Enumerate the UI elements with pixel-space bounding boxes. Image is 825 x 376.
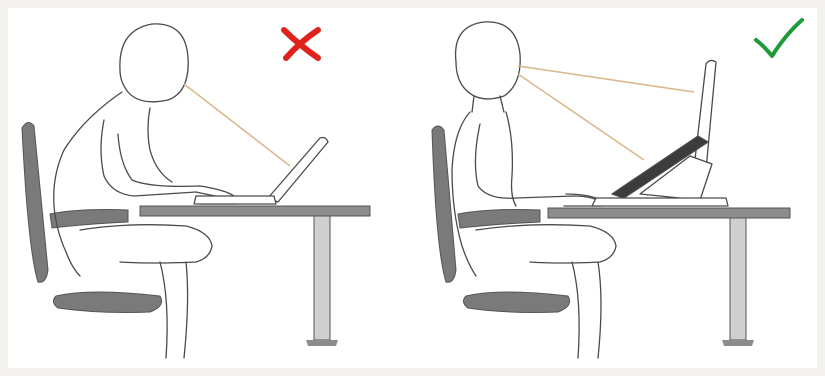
desk [548, 208, 790, 346]
head [456, 22, 521, 99]
checkmark-icon [756, 20, 802, 56]
chair-backrest [22, 122, 48, 282]
forearm [118, 134, 238, 200]
head [120, 24, 188, 102]
office-chair [22, 122, 162, 312]
lower-leg [598, 262, 601, 358]
desk-leg [314, 216, 330, 340]
lower-leg-back [572, 262, 579, 358]
ergonomics-illustration [8, 8, 817, 368]
laptop-screen [268, 138, 328, 203]
laptop-on-stand [592, 60, 728, 206]
torso-back [452, 112, 476, 276]
desk-foot [722, 340, 754, 346]
desk-top [548, 208, 790, 218]
desk-top [140, 206, 370, 216]
laptop-base [194, 196, 276, 204]
forearm [516, 196, 600, 202]
sightline [184, 84, 290, 166]
torso-back [54, 92, 122, 276]
chair-backrest [432, 126, 456, 282]
sightline-to-screen [518, 66, 694, 92]
cross-icon [284, 30, 318, 58]
correct-posture-panel [432, 20, 802, 358]
desk [140, 206, 370, 346]
chair-seat [463, 292, 569, 313]
laptop-stand-base [592, 198, 728, 206]
lower-leg-back [160, 262, 167, 358]
office-chair [432, 126, 570, 313]
chair-seat [53, 292, 161, 313]
posture-comparison-drawing [8, 8, 817, 368]
incorrect-posture-panel [22, 24, 370, 358]
torso-front [148, 108, 172, 182]
thigh [476, 225, 616, 263]
desk-leg [730, 218, 746, 340]
laptop-screen [694, 60, 716, 170]
upper-arm [475, 124, 516, 198]
laptop-on-desk [194, 138, 328, 205]
thigh [80, 225, 212, 263]
desk-foot [306, 340, 338, 346]
sightline-to-stand [518, 74, 644, 160]
torso-front [506, 112, 516, 206]
lower-leg [184, 262, 188, 358]
